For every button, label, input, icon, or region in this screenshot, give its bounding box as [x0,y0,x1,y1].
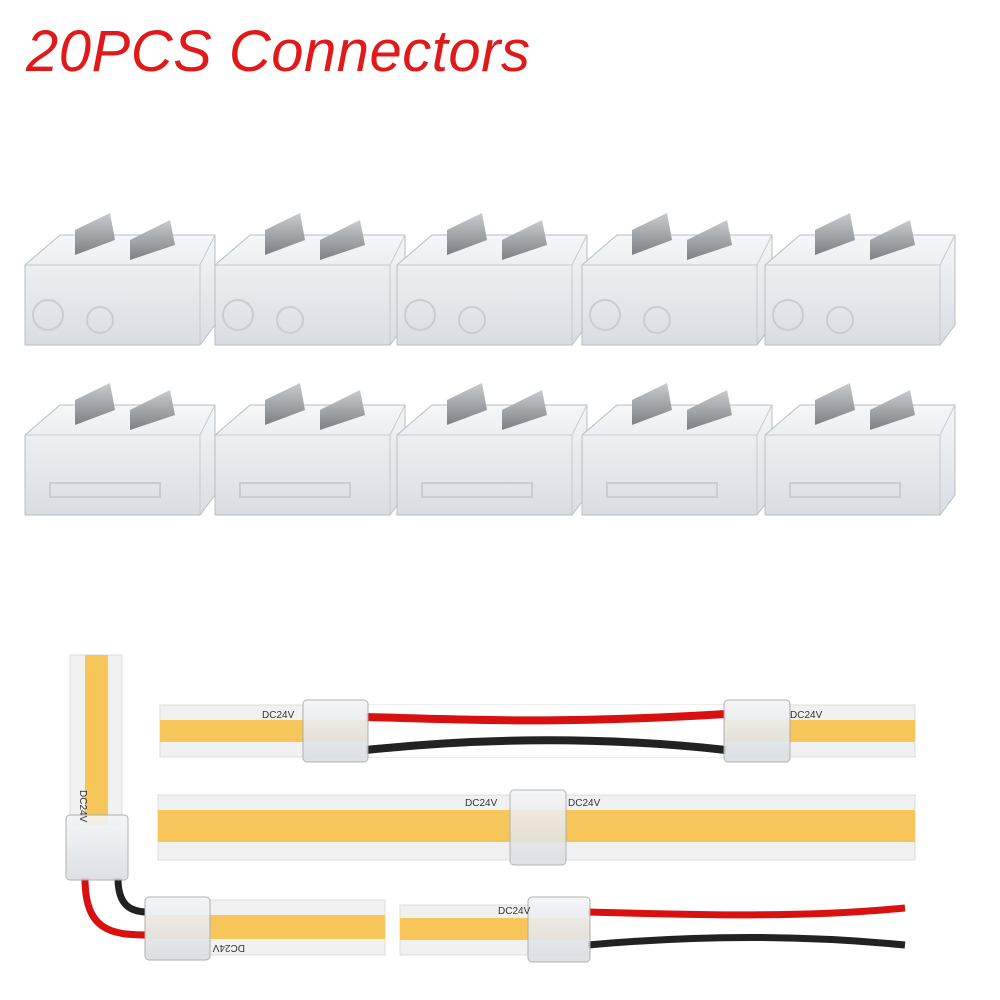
strip-straight-joint: DC24V DC24V [157,789,916,866]
connector-piece [214,383,406,516]
connector-piece [396,383,588,516]
strip-label: DC24V [212,942,245,953]
strip-l-corner: DC24V DC24V [65,654,386,961]
connector-piece [214,213,406,346]
strip-label: DC24V [498,906,531,917]
product-title: 20PCS Connectors [26,19,531,84]
connector-piece [24,383,216,516]
strip-label: DC24V [568,798,601,809]
strip-label: DC24V [790,710,823,721]
strip-wire-lead: DC24V [399,896,906,963]
connector-piece [581,383,773,516]
strip-label: DC24V [465,798,498,809]
connector-grid [24,213,956,516]
connector-piece [396,213,588,346]
connector-piece [764,383,956,516]
connector-piece [24,213,216,346]
connector-piece [581,213,773,346]
strip-label: DC24V [77,790,88,823]
strip-wire-jumper: DC24V DC24V [159,699,916,763]
strip-label: DC24V [262,710,295,721]
connector-piece [764,213,956,346]
